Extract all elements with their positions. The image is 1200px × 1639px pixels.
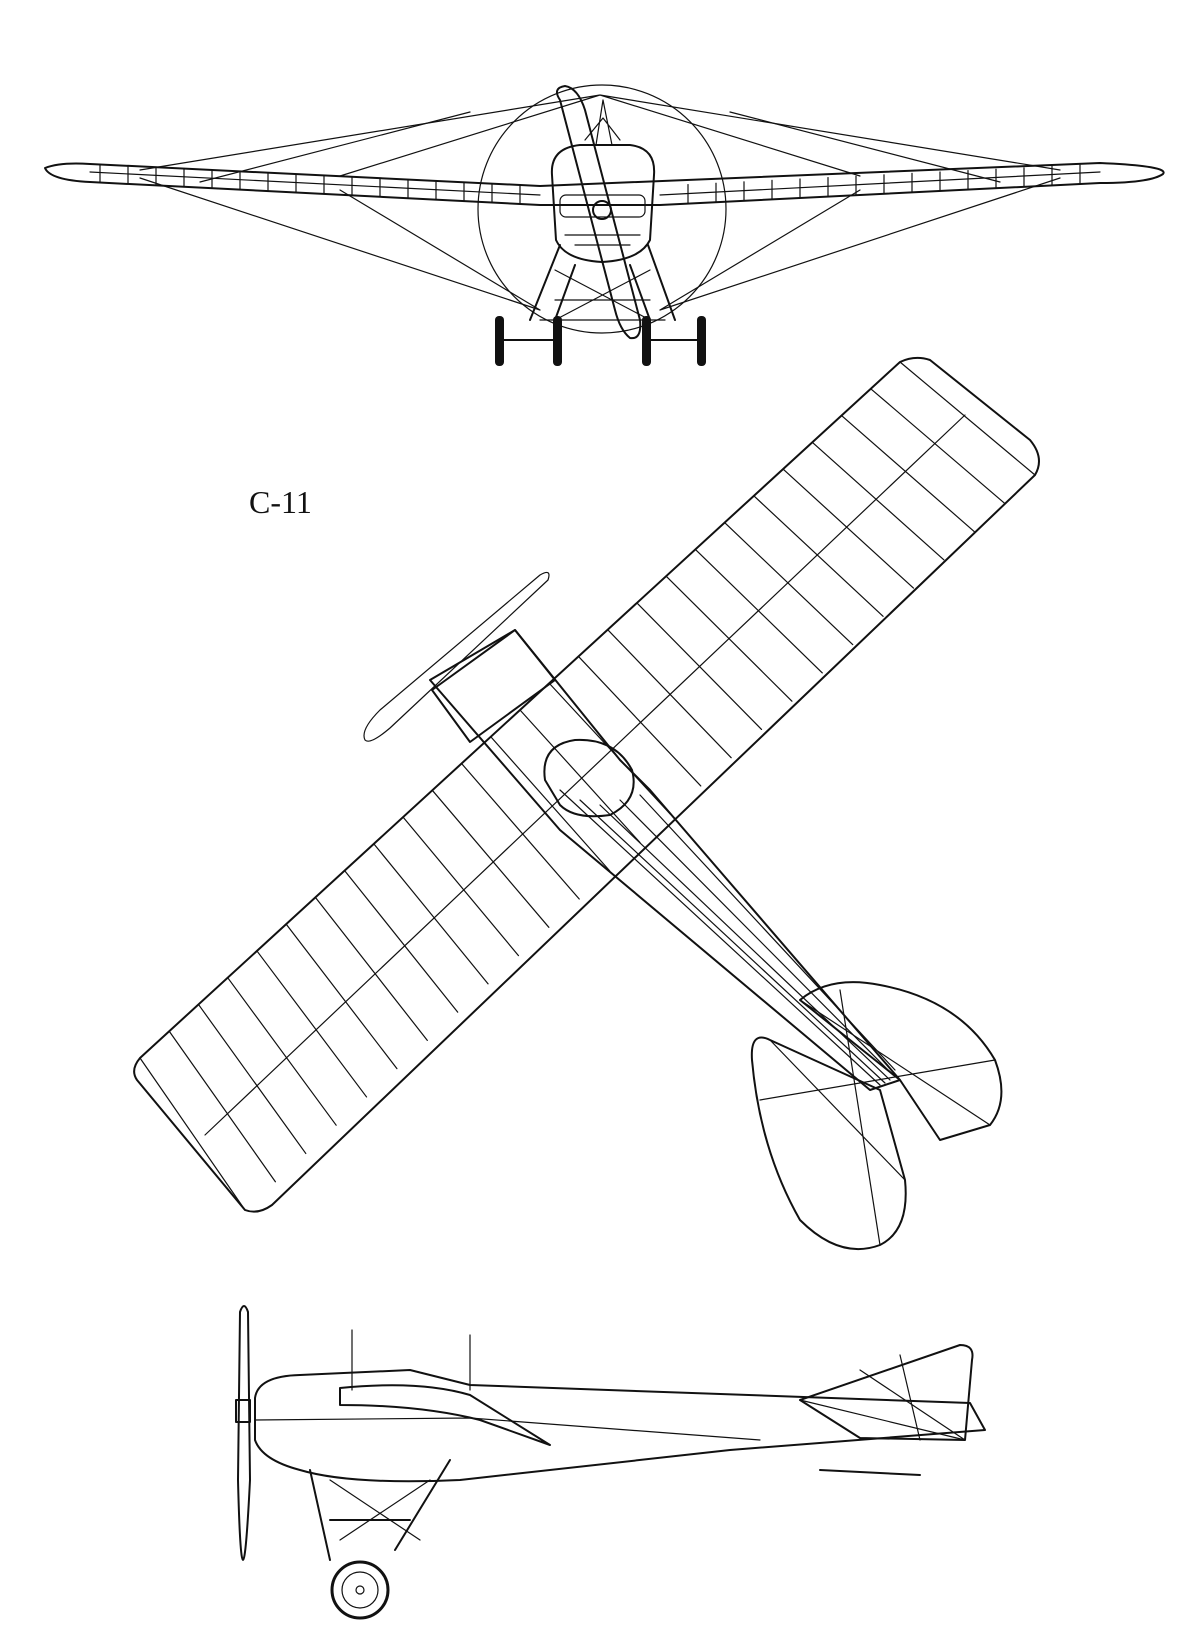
top-wing-rib — [373, 843, 489, 985]
side-view-fuselage — [254, 1329, 986, 1483]
top-view-fuselage — [429, 629, 901, 1091]
top-wing-rib — [607, 629, 732, 759]
aircraft-designation: C-11 — [249, 484, 312, 520]
top-wing-rib — [344, 870, 459, 1013]
top-wing-rib — [519, 709, 641, 844]
top-wing-rib — [139, 1057, 246, 1211]
top-wing-rib — [753, 495, 884, 617]
top-wing-rib — [665, 575, 793, 702]
top-wing-rib — [197, 1003, 307, 1155]
top-wing-rib — [694, 548, 823, 674]
side-view-undercarriage — [309, 1459, 451, 1620]
top-wing-rib — [724, 522, 854, 646]
top-wing-rib — [811, 441, 945, 561]
top-wing-rib — [402, 816, 520, 957]
top-wing-rib — [577, 655, 702, 787]
top-wing-rib — [782, 468, 915, 589]
top-wing-rib — [490, 736, 611, 872]
top-view-propeller — [363, 571, 550, 742]
front-view-bracing — [139, 94, 1061, 311]
top-wing-rib — [870, 388, 1006, 504]
side-view-tail — [799, 1344, 974, 1476]
top-wing-rib — [636, 602, 763, 731]
top-wing-rib — [840, 414, 975, 533]
top-wing-rib — [899, 361, 1036, 476]
top-view-wing — [133, 356, 1040, 1213]
front-view-undercarriage — [495, 244, 706, 366]
front-view-wing — [44, 162, 1165, 206]
top-wing-rib — [285, 923, 398, 1070]
front-view-fuselage — [550, 99, 656, 263]
top-wing-rib — [168, 1030, 276, 1183]
side-view-propeller — [235, 1305, 251, 1561]
top-wing-rib — [227, 977, 337, 1126]
top-wing-rib — [431, 789, 550, 928]
top-wing-rib — [256, 950, 368, 1098]
top-view-tailplane — [750, 981, 1003, 1251]
top-wing-rib — [314, 896, 428, 1041]
top-wing-rib — [460, 762, 580, 900]
